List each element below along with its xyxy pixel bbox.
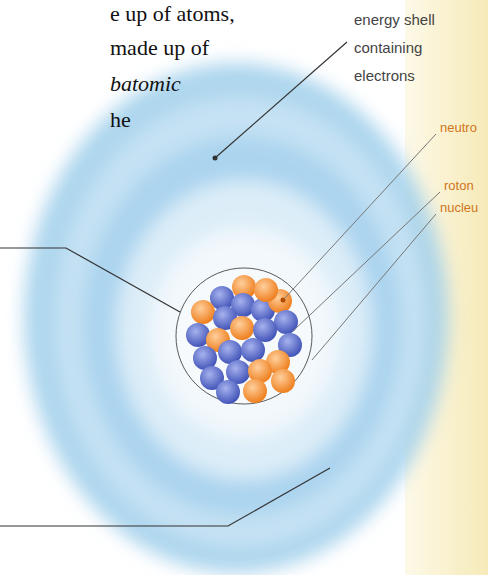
nucleus-outline <box>176 268 312 404</box>
body-text: made up of <box>110 34 209 63</box>
body-text: he <box>110 106 131 135</box>
leader-lines <box>0 42 347 526</box>
part-label: energy shell containing electrons <box>354 6 454 90</box>
nucleus-particles <box>186 275 302 404</box>
body-text: batomic <box>110 70 181 99</box>
part-label: roton <box>444 178 474 195</box>
part-label: neutro <box>440 120 477 137</box>
leader-dot <box>213 156 218 161</box>
leader-lines <box>284 134 440 360</box>
part-label: nucleu <box>440 200 478 217</box>
body-text: e up of atoms, <box>110 0 235 29</box>
